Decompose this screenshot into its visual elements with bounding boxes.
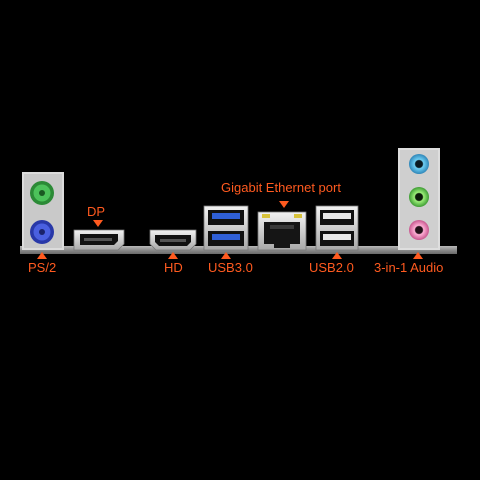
hd-arrow bbox=[168, 252, 178, 259]
usb2-arrow bbox=[332, 252, 342, 259]
usb2-label: USB2.0 bbox=[309, 260, 354, 275]
hd-label: HD bbox=[164, 260, 183, 275]
dp-label: DP bbox=[87, 204, 106, 219]
hdmi-icon bbox=[149, 229, 197, 251]
usb3-arrow bbox=[221, 252, 231, 259]
audio-label: 3-in-1 Audio bbox=[374, 260, 444, 275]
ps2-label: PS/2 bbox=[28, 260, 57, 275]
ps2-arrow bbox=[37, 252, 47, 259]
usb3-port-icon bbox=[203, 205, 249, 251]
ethernet-arrow bbox=[279, 201, 289, 208]
dp-arrow bbox=[93, 220, 103, 227]
rj45-port-icon bbox=[257, 211, 307, 251]
displayport-icon bbox=[73, 229, 125, 251]
usb3-label: USB3.0 bbox=[208, 260, 253, 275]
audio-jack-icon bbox=[398, 148, 440, 250]
audio-arrow bbox=[413, 252, 423, 259]
usb2-port-icon bbox=[315, 205, 359, 251]
ps2-port-icon bbox=[22, 172, 64, 250]
ethernet-label: Gigabit Ethernet port bbox=[221, 180, 341, 195]
